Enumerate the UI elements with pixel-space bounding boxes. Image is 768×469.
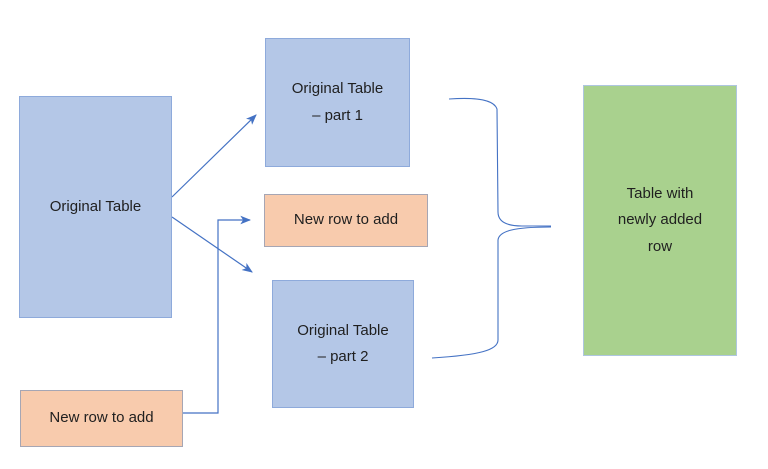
box-original-table-label: Original Table: [49, 197, 142, 215]
brace-upper-curve: [448, 97, 551, 227]
box-new-row-middle: New row to add: [264, 194, 428, 247]
elbow-arrow-newrow-to-mid: [183, 215, 252, 414]
box-part2-label-line1: Original Table: [297, 321, 389, 339]
box-result-label-line1: Table with: [626, 185, 694, 203]
box-original-table-part2: Original Table – part 2: [272, 280, 414, 408]
brace-lower-curve: [431, 226, 552, 359]
box-result-label-line2: newly added: [617, 211, 703, 229]
arrow-original-to-part2: [171, 216, 253, 273]
arrow-original-to-part1: [171, 114, 257, 198]
box-new-row-source: New row to add: [20, 390, 183, 447]
box-part1-label-line2: – part 1: [312, 106, 363, 124]
box-original-table-part1: Original Table – part 1: [265, 38, 410, 167]
box-original-table: Original Table: [19, 96, 172, 318]
box-result-table: Table with newly added row: [583, 85, 737, 356]
box-result-label-line3: row: [647, 237, 673, 255]
box-new-row-middle-label: New row to add: [293, 211, 399, 229]
box-part1-label-line1: Original Table: [291, 80, 384, 98]
box-new-row-source-label: New row to add: [49, 409, 154, 427]
box-part2-label-line2: – part 2: [317, 348, 369, 365]
